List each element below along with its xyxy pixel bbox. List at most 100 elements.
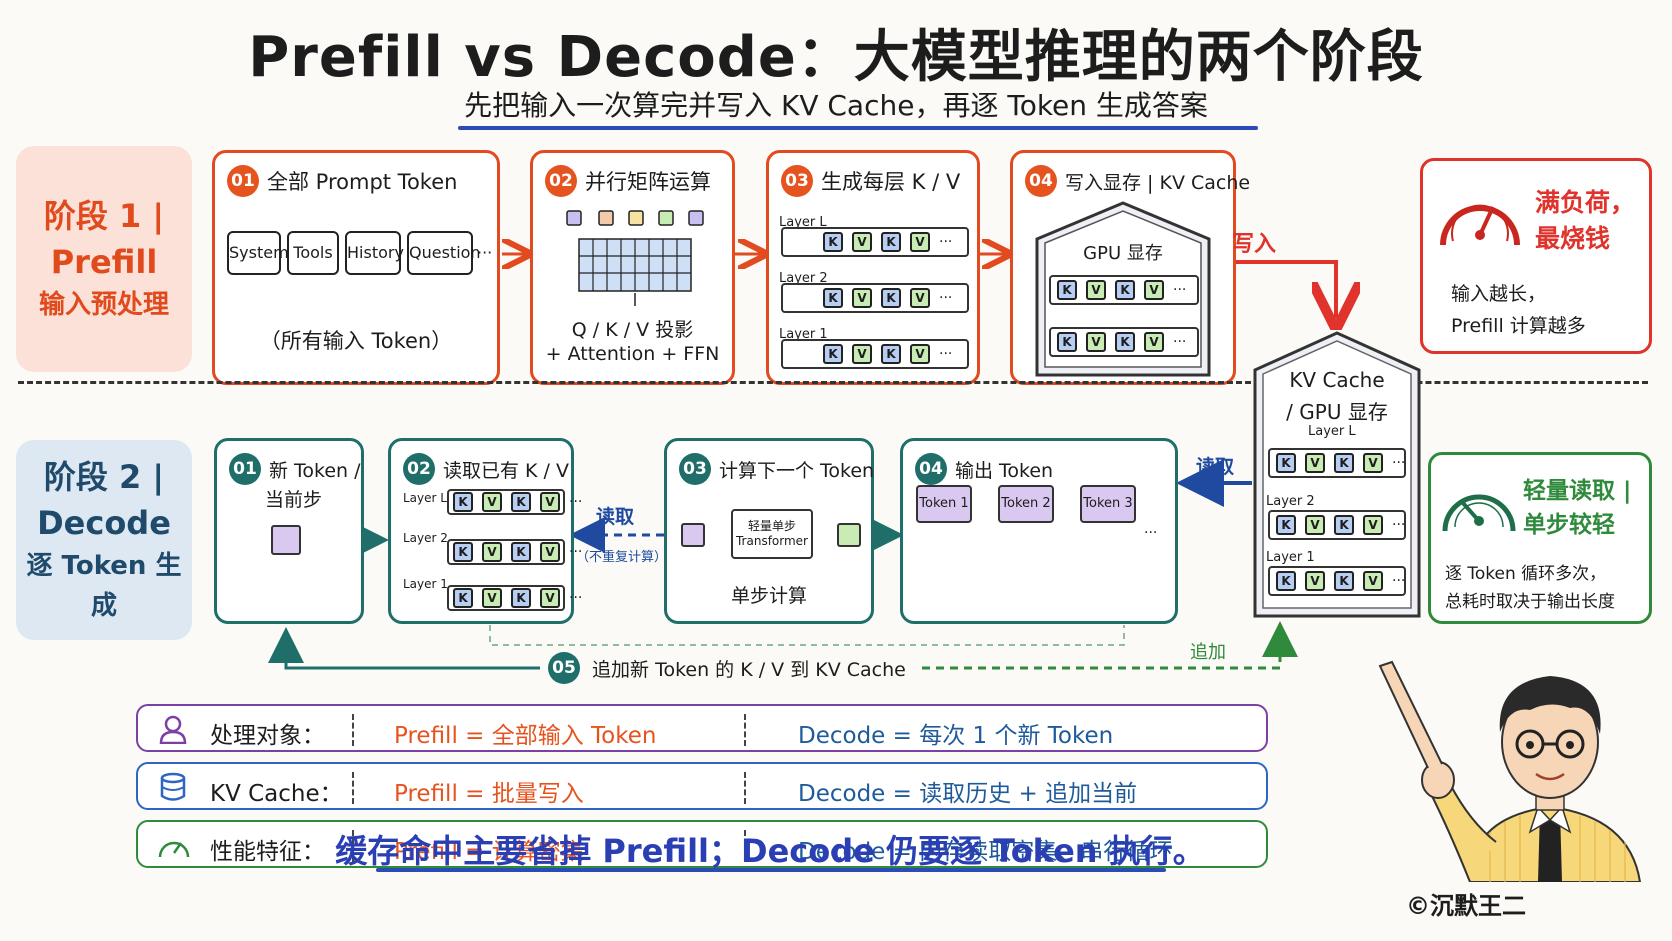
step-number: 03 (781, 165, 813, 197)
k-cell: K (453, 542, 473, 562)
k-cell: K (881, 344, 901, 364)
light-read-desc2: 总耗时取决于输出长度 (1445, 592, 1615, 612)
phase1-line3: 输入预处理 (38, 290, 169, 320)
layer-label: Layer 2 (779, 271, 828, 286)
step-number: 02 (545, 165, 577, 197)
legend-decode: Decode = 每次 1 个新 Token (798, 723, 1114, 749)
layer-label: Layer L (779, 215, 827, 230)
v-cell: V (852, 288, 872, 308)
k-cell: K (881, 232, 901, 252)
phase1-line1: 阶段 1 | (43, 197, 165, 235)
append-label: 追加 (1190, 642, 1226, 663)
arrow-loop-back (268, 627, 540, 670)
v-cell: V (1363, 453, 1383, 473)
subtitle-underline (458, 126, 1258, 130)
k-cell: K (1334, 571, 1354, 591)
layer-label: Layer 1 (1266, 550, 1315, 565)
legend-label: 性能特征： (210, 839, 325, 865)
step-number: 05 (548, 652, 580, 684)
light-read-title1: 轻量读取 | (1523, 478, 1632, 504)
transformer-line2: Transformer (735, 534, 808, 548)
v-cell: V (1363, 571, 1383, 591)
decode-step3-box: 03 计算下一个 Token 轻量单步 Transformer 单步计算 (664, 438, 874, 624)
gauge-low-icon (1442, 494, 1516, 532)
step-number: 01 (229, 453, 261, 485)
input-token-square (681, 523, 705, 547)
k-cell: K (823, 344, 843, 364)
phase-divider (18, 381, 1648, 384)
credit-label: ©沉默王二 (1406, 892, 1526, 920)
gauge-icon (158, 841, 190, 858)
step-title: 计算下一个 Token (719, 459, 875, 482)
step-number: 04 (915, 453, 947, 485)
v-cell: V (852, 344, 872, 364)
step-number: 03 (679, 453, 711, 485)
step-title: 全部 Prompt Token (267, 170, 458, 194)
read-label-cache: 读取 (1196, 456, 1235, 478)
legend-row-performance: 性能特征： Prefill = 计算密集 Decode = 内存读取密集、串行循… (136, 820, 1268, 868)
new-token-square (271, 525, 301, 555)
full-load-title1: 满负荷， (1535, 188, 1636, 217)
transformer-line1: 轻量单步 (747, 519, 796, 533)
chip-system: System (227, 231, 289, 275)
read-label: 读取 (596, 506, 635, 528)
phase2-line1: 阶段 2 | (43, 458, 165, 496)
k-cell: K (1276, 453, 1296, 473)
v-cell: V (1305, 571, 1325, 591)
k-cell: K (881, 288, 901, 308)
step-title: 读取已有 K / V (443, 459, 569, 482)
phase2-tag: 阶段 2 | Decode 逐 Token 生成 (16, 440, 192, 640)
output-token-1: Token 1 (916, 485, 972, 523)
chip-ellipsis: ··· (477, 243, 493, 262)
k-cell: K (823, 288, 843, 308)
phase2-line2: Decode (37, 504, 171, 542)
step-number: 01 (227, 165, 259, 197)
page-subtitle: 先把输入一次算完并写入 KV Cache，再逐 Token 生成答案 (464, 89, 1208, 122)
v-cell: V (482, 492, 502, 512)
k-cell: K (1115, 280, 1135, 300)
step-number: 02 (403, 453, 435, 485)
step-title: 输出 Token (955, 459, 1054, 482)
layer-label: Layer 1 (779, 327, 828, 342)
k-cell: K (1115, 332, 1135, 352)
append-step-label: 05 追加新 Token 的 K / V 到 KV Cache (544, 652, 910, 684)
k-cell: K (823, 232, 843, 252)
output-token-3: Token 3 (1080, 485, 1136, 523)
gpu-memory-label: GPU 显存 (1083, 243, 1163, 264)
v-cell: V (1144, 332, 1164, 352)
database-icon (160, 772, 186, 801)
k-cell: K (1057, 332, 1077, 352)
layer-label: Layer 1 (403, 577, 448, 591)
phase1-line2: Prefill (50, 243, 158, 281)
arrow-append (922, 621, 1298, 670)
chip-history: History (345, 231, 404, 275)
layer-label: Layer 2 (1266, 494, 1315, 509)
step-title: 写入显存 | KV Cache (1065, 171, 1251, 194)
chip-tools: Tools (287, 231, 339, 275)
phase2-line3: 逐 Token 生成 (26, 551, 182, 621)
v-cell: V (1305, 515, 1325, 535)
append-step-text: 追加新 Token 的 K / V 到 KV Cache (592, 658, 906, 681)
legend-decode: Decode = 内存读取密集、串行循环 (798, 839, 1173, 865)
light-read-box: 轻量读取 | 单步较轻 逐 Token 循环多次， 总耗时取决于输出长度 (1428, 452, 1652, 624)
legend-label: KV Cache： (210, 781, 343, 807)
legend-label: 处理对象： (210, 723, 325, 749)
k-cell: K (1334, 453, 1354, 473)
bottom-underline (376, 868, 1166, 872)
full-load-desc2: Prefill 计算越多 (1451, 315, 1586, 337)
step3-caption: 单步计算 (730, 585, 807, 607)
step2-line1: Q / K / V 投影 (571, 319, 694, 341)
legend-prefill: Prefill = 全部输入 Token (394, 723, 657, 749)
decode-step4-box: 04 输出 Token (900, 438, 1178, 624)
full-load-desc1: 输入越长， (1451, 283, 1547, 305)
